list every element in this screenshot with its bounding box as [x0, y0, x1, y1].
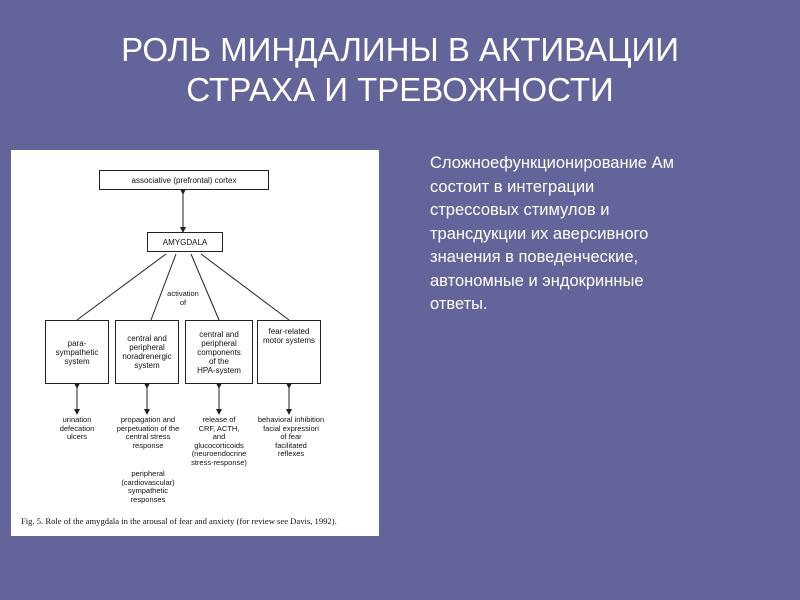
cortex-box: associative (prefrontal) cortex	[99, 170, 269, 190]
motor-output: behavioral inhibition facial expression …	[257, 415, 325, 459]
hpa-output: release of CRF, ACTH, and glucocorticoid…	[191, 415, 247, 467]
body-line-1: Сложноефункционирование Ам	[430, 154, 674, 172]
noradrenergic-output: propagation and perpetuation of the cent…	[116, 415, 180, 450]
amygdala-to-hpa	[190, 253, 220, 321]
body-line-6: автономные и эндокринные	[430, 271, 644, 290]
amygdala-box: AMYGDALA	[147, 232, 223, 252]
slide-title-line-1: РОЛЬ МИНДАЛИНЫ В АКТИВАЦИИ	[121, 31, 679, 68]
amygdala-to-noradrenergic	[150, 253, 177, 321]
amygdala-diagram-figure: associative (prefrontal) cortex AMYGDALA…	[11, 150, 379, 536]
hpa-system-box: central and peripheral components of the…	[185, 320, 253, 384]
activation-label: activation of	[167, 289, 199, 307]
amygdala-to-parasympathetic	[76, 253, 167, 321]
slide-title-line-2: СТРАХА И ТРЕВОЖНОСТИ	[186, 71, 614, 108]
body-line-2: состоит в интеграции	[430, 177, 595, 196]
parasympathetic-output: urination defecation ulcers	[59, 415, 95, 442]
parasympathetic-system-box: para- sympathetic system	[45, 320, 109, 384]
amygdala-to-motor	[200, 253, 290, 321]
slide-title: РОЛЬ МИНДАЛИНЫ В АКТИВАЦИИ СТРАХА И ТРЕВ…	[0, 30, 800, 110]
body-line-7: ответы.	[430, 295, 488, 313]
figure-caption: Fig. 5. Role of the amygdala in the arou…	[21, 516, 337, 526]
slide-body-text: Сложноефункционирование Ам состоит в инт…	[430, 152, 770, 317]
peripheral-sympathetic-output: peripheral (cardiovascular) sympathetic …	[121, 469, 175, 504]
diagram-connectors	[74, 189, 292, 415]
body-line-4: трансдукции их аверсивного	[430, 224, 649, 243]
motor-systems-box: fear-related motor systems	[257, 320, 321, 384]
body-line-5: значения в поведенческие,	[430, 248, 639, 266]
noradrenergic-system-box: central and peripheral noradrenergic sys…	[115, 320, 179, 384]
body-line-3: стрессовых стимулов и	[430, 201, 610, 219]
